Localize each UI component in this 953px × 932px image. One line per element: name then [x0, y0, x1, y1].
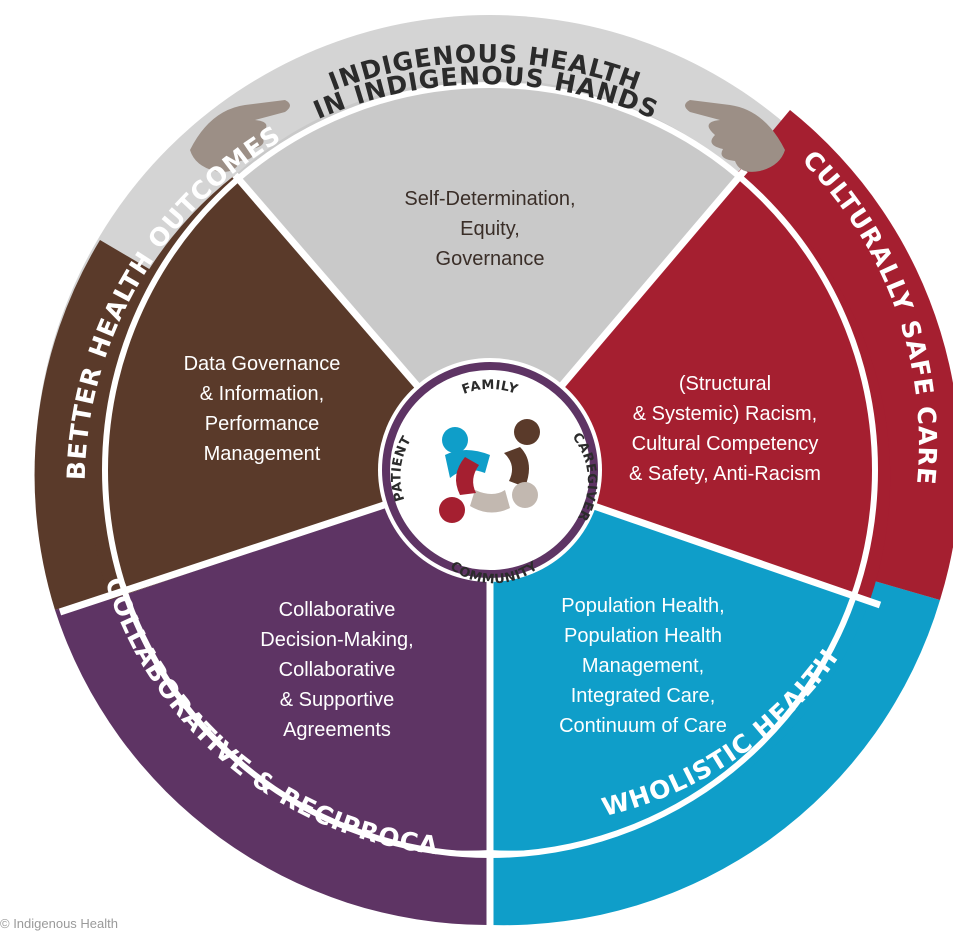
- segment-top: [235, 78, 740, 470]
- segment-bottom-right: [490, 470, 870, 851]
- segment-bottom-right-text: Population Health, Population Health Man…: [559, 595, 727, 737]
- segment-left-line: Data Governance: [184, 353, 341, 375]
- segment-top-text: Self-Determination, Equity, Governance: [404, 188, 575, 270]
- segment-right-line: & Safety, Anti-Racism: [629, 463, 821, 485]
- segment-right-line: (Structural: [679, 373, 771, 395]
- segment-left-line: & Information,: [200, 383, 325, 405]
- hub-label-top: FAMILY: [460, 378, 520, 398]
- segment-left-text: Data Governance & Information, Performan…: [184, 353, 341, 465]
- segment-bottom-left-line: Agreements: [283, 719, 391, 741]
- segment-bottom-right-line: Integrated Care,: [571, 685, 716, 707]
- segment-top-line: Governance: [436, 248, 545, 270]
- segment-bottom-left-line: Decision-Making,: [260, 629, 413, 651]
- segment-bottom-left-line: & Supportive: [280, 689, 395, 711]
- hands-icon: [190, 100, 785, 172]
- segment-bottom-left-line: Collaborative: [279, 599, 396, 621]
- segment-bottom-left-line: Collaborative: [279, 659, 396, 681]
- segment-bottom-right-line: Population Health: [564, 625, 722, 647]
- segment-left-line: Performance: [205, 413, 320, 435]
- segment-bottom-right-line: Management,: [582, 655, 704, 677]
- segment-top-line: Equity,: [460, 218, 520, 240]
- segment-right-text: (Structural & Systemic) Racism, Cultural…: [629, 373, 821, 485]
- footer-credit: © Indigenous Health: [0, 916, 118, 931]
- segment-right-line: & Systemic) Racism,: [633, 403, 817, 425]
- segment-left-line: Management: [204, 443, 321, 465]
- people-circle-icon: [439, 419, 540, 523]
- segment-bottom-right-line: Continuum of Care: [559, 715, 727, 737]
- segment-bottom-right-line: Population Health,: [561, 595, 724, 617]
- segment-bottom-left-text: Collaborative Decision-Making, Collabora…: [260, 599, 413, 741]
- segment-right-line: Cultural Competency: [632, 433, 819, 455]
- segment-top-line: Self-Determination,: [404, 188, 575, 210]
- segment-bottom-left: [110, 470, 490, 851]
